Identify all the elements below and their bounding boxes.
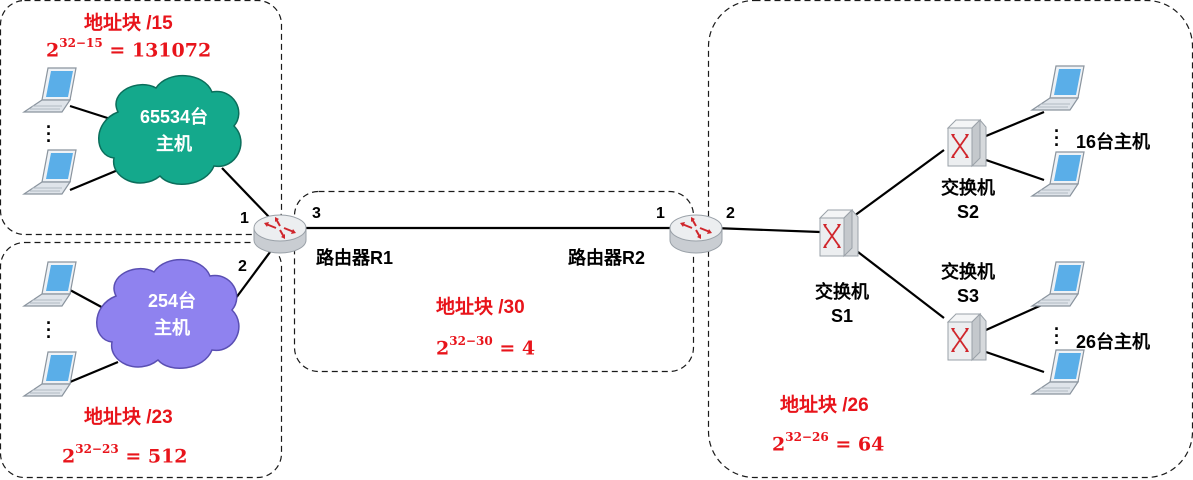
hosts-26-label: 26台主机 [1076, 332, 1151, 352]
switch-s3-label: 交换机 S3 [930, 260, 1006, 308]
formula-base: 2 [436, 337, 450, 360]
formula-result: = 64 [835, 433, 885, 456]
cloud-line-2: 主机 [154, 318, 190, 338]
formula-exponent: 32−26 [785, 430, 829, 444]
address-block-30-box [293, 190, 695, 373]
laptop-icon [1031, 261, 1085, 307]
cloud-line-2: 主机 [156, 134, 192, 154]
r1-port-3: 3 [312, 205, 321, 222]
formula-exponent: 32−23 [75, 442, 119, 456]
address-count-formula-26: 232−26 = 64 [772, 430, 885, 456]
cloud-65534-label: 65534台 主机 [124, 104, 224, 158]
formula-exponent: 32−30 [449, 334, 493, 348]
laptop-icon [23, 67, 77, 113]
ellipsis-dots: ··· [46, 117, 52, 151]
cloud-254-hosts [96, 258, 240, 369]
switch-s1-icon [819, 209, 859, 257]
ellipsis-dots: ··· [1054, 121, 1060, 155]
switch-name: 交换机 [815, 282, 869, 302]
switch-s2-label: 交换机 S2 [930, 176, 1006, 224]
laptop-icon [1031, 349, 1085, 395]
address-block-23-label: 地址块 /23 [84, 407, 173, 428]
switch-s2-icon [947, 119, 987, 167]
formula-result: = 512 [125, 445, 188, 468]
r2-port-2: 2 [726, 205, 735, 222]
laptop-icon [1031, 65, 1085, 111]
address-count-formula-15: 232−15 = 131072 [46, 36, 212, 62]
r1-port-2: 2 [238, 258, 247, 275]
formula-result: = 131072 [109, 39, 212, 62]
address-count-formula-23: 232−23 = 512 [62, 442, 188, 468]
formula-base: 2 [772, 433, 786, 456]
r1-port-1: 1 [240, 210, 249, 227]
switch-name: 交换机 [941, 262, 995, 282]
laptop-icon [1031, 151, 1085, 197]
router-r2-icon [669, 214, 723, 254]
switch-id: S3 [956, 286, 980, 306]
formula-result: = 4 [499, 337, 536, 360]
address-block-15-box [0, 0, 283, 236]
laptop-icon [23, 261, 77, 307]
ellipsis-dots: ··· [1054, 319, 1060, 353]
formula-exponent: 32−15 [59, 36, 103, 50]
address-block-15-label: 地址块 /15 [84, 13, 173, 34]
cloud-line-1: 254台 [147, 291, 197, 311]
laptop-icon [23, 351, 77, 397]
switch-id: S2 [956, 202, 980, 222]
cloud-65534-hosts [98, 74, 242, 185]
formula-base: 2 [46, 39, 60, 62]
ellipsis-dots: ··· [46, 313, 52, 347]
links [69, 104, 1045, 384]
switch-s3-icon [947, 313, 987, 361]
cloud-254-label: 254台 主机 [122, 288, 222, 342]
router-r2-label: 路由器R2 [568, 248, 646, 268]
address-block-30-label: 地址块 /30 [436, 297, 525, 318]
router-r1-label: 路由器R1 [316, 248, 394, 268]
switch-s1-label: 交换机 S1 [804, 280, 880, 328]
address-block-26-box [707, 0, 1193, 479]
address-count-formula-30: 232−30 = 4 [436, 334, 536, 360]
hosts-16-label: 16台主机 [1076, 132, 1151, 152]
switch-name: 交换机 [941, 178, 995, 198]
router-r1-icon [253, 214, 307, 254]
address-block-26-label: 地址块 /26 [780, 395, 869, 416]
formula-base: 2 [62, 445, 76, 468]
address-block-23-box [0, 241, 283, 479]
laptop-icon [23, 149, 77, 195]
r2-port-1: 1 [656, 205, 665, 222]
cloud-line-1: 65534台 [139, 107, 209, 127]
switch-id: S1 [830, 306, 854, 326]
